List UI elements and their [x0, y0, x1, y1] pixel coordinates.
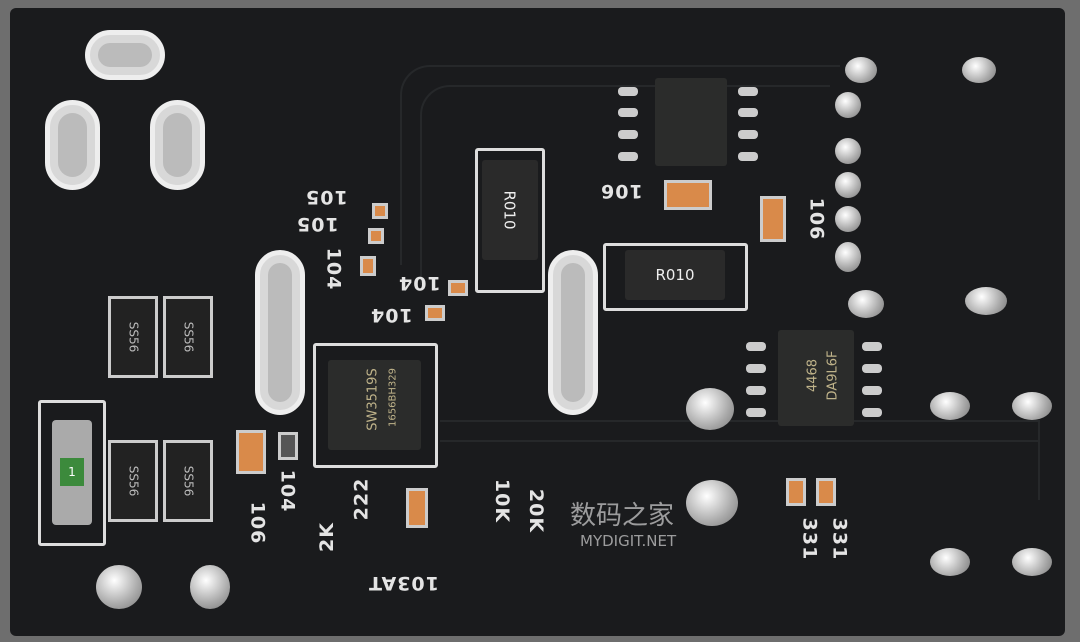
- trace: [400, 65, 840, 265]
- capacitor-106: [236, 430, 266, 474]
- capacitor-105: [372, 203, 388, 219]
- chip-marking: SW3519S: [365, 368, 381, 431]
- capacitor-106: [760, 196, 786, 242]
- resistor-331: [816, 478, 836, 506]
- shunt-label: R010: [655, 266, 695, 284]
- watermark-text: 数码之家: [570, 501, 675, 531]
- diode-ss56: SS56: [108, 440, 158, 522]
- label-10k: 10K: [491, 478, 514, 524]
- mounting-slot: [548, 250, 598, 415]
- diode-ss56: SS56: [163, 296, 213, 378]
- mounting-slot: [255, 250, 305, 415]
- capacitor-104: [425, 305, 445, 321]
- mosfet-4468: 4468 DA9L6F: [778, 330, 854, 426]
- label-104: 104: [276, 469, 299, 513]
- fuse-marking: 1: [60, 458, 84, 486]
- label-105: 105: [305, 186, 348, 208]
- fuse-outline: [38, 400, 106, 546]
- solder-pad: [835, 172, 861, 198]
- watermark-logo: 数码之家 MYDIGIT.NET: [560, 495, 676, 550]
- capacitor-104: [360, 256, 376, 276]
- soic-chip: [655, 78, 727, 166]
- shunt-label: R010: [501, 190, 519, 230]
- solder-pad: [962, 57, 996, 83]
- shunt-resistor-1: R010: [482, 160, 538, 260]
- label-103at: 103AT: [368, 572, 439, 594]
- resistor-331: [786, 478, 806, 506]
- controller-outline: [313, 343, 438, 468]
- solder-pad: [1012, 392, 1052, 420]
- label-106: 106: [805, 197, 828, 241]
- label-104: 104: [370, 304, 413, 326]
- trace: [420, 85, 830, 285]
- label-20k: 20K: [525, 488, 548, 534]
- mounting-slot: [45, 100, 100, 190]
- shunt-outline: [603, 243, 748, 311]
- diode-ss56: SS56: [108, 296, 158, 378]
- solder-pad: [1012, 548, 1052, 576]
- capacitor-105: [368, 228, 384, 244]
- resistor: [406, 488, 428, 528]
- solder-pad: [835, 242, 861, 272]
- solder-pad: [965, 287, 1007, 315]
- solder-pad: [686, 480, 738, 526]
- label-222: 222: [350, 477, 373, 521]
- capacitor-104: [278, 432, 298, 460]
- solder-pad: [930, 392, 970, 420]
- label-331: 331: [828, 517, 851, 561]
- mounting-slot: [150, 100, 205, 190]
- diode-ss56: SS56: [163, 440, 213, 522]
- label-104: 104: [398, 272, 441, 294]
- solder-pad: [96, 565, 142, 609]
- solder-pad: [835, 92, 861, 118]
- watermark-url: MYDIGIT.NET: [580, 532, 677, 550]
- chip-marking: DA9L6F: [825, 350, 841, 401]
- solder-pad: [835, 138, 861, 164]
- solder-pad: [845, 57, 877, 83]
- mounting-slot: [85, 30, 165, 80]
- label-2k: 2K: [315, 522, 338, 552]
- trace: [440, 440, 1040, 500]
- solder-pad: [686, 388, 734, 430]
- solder-pad: [930, 548, 970, 576]
- shunt-outline: [475, 148, 545, 293]
- fuse: 1: [52, 420, 92, 525]
- solder-pad: [848, 290, 884, 318]
- sw3519s-controller: SW3519S 1656BH329: [328, 360, 421, 450]
- chip-marking: 1656BH329: [387, 368, 399, 427]
- label-104: 104: [322, 247, 345, 291]
- solder-pad: [835, 206, 861, 232]
- capacitor-104: [448, 280, 468, 296]
- label-106: 106: [600, 180, 643, 202]
- label-105: 105: [296, 213, 339, 235]
- label-106: 106: [246, 501, 269, 545]
- shunt-resistor-2: R010: [625, 250, 725, 300]
- chip-marking: 4468: [805, 358, 821, 393]
- label-331: 331: [798, 517, 821, 561]
- solder-pad: [190, 565, 230, 609]
- capacitor-106: [664, 180, 712, 210]
